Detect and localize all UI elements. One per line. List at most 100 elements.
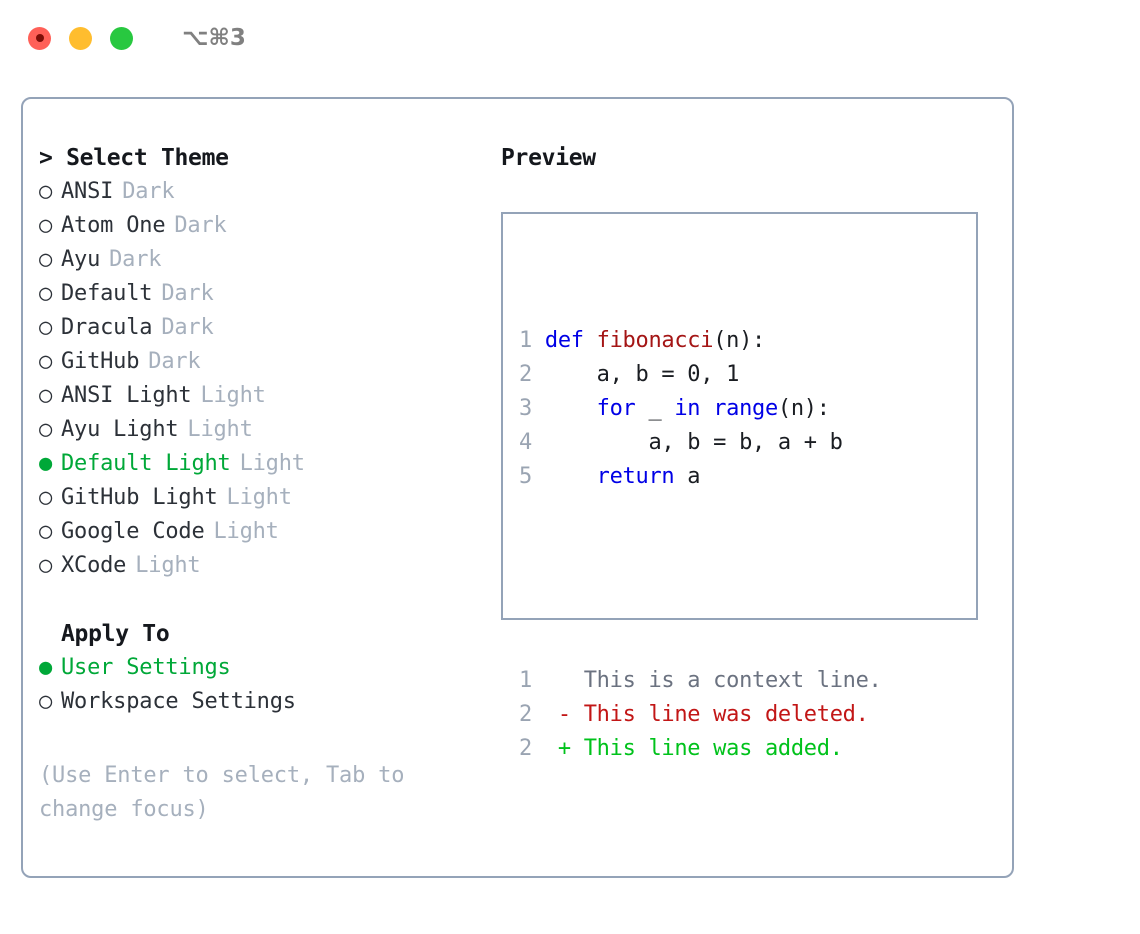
select-theme-header-label: Select Theme <box>66 145 229 171</box>
code-token: def <box>544 328 597 353</box>
diff-line-number: 2 <box>519 736 558 761</box>
code-token: a, b = 0, 1 <box>544 362 740 387</box>
theme-option-variant-tag: Dark <box>122 179 175 204</box>
code-token: for <box>596 396 636 421</box>
theme-option-label: ANSI Light <box>61 383 192 408</box>
diff-line-text: + This line was added. <box>557 736 843 761</box>
code-line: 5 return a <box>519 460 881 494</box>
radio-selected-icon: ● <box>39 451 53 476</box>
diff-line: 2 - This line was deleted. <box>519 698 881 732</box>
radio-empty-icon: ○ <box>39 315 53 340</box>
code-token: fibonacci <box>596 328 714 353</box>
diff-sample: 1 This is a context line.2 - This line w… <box>519 664 882 766</box>
theme-option-variant-tag: Light <box>226 485 292 510</box>
diff-line: 1 This is a context line. <box>519 664 882 698</box>
theme-option-ayu-light[interactable]: ○ Ayu Light Light <box>39 413 479 447</box>
radio-empty-icon: ○ <box>39 485 53 510</box>
section-spacer <box>39 583 479 617</box>
code-diff-spacer <box>519 562 881 596</box>
code-token: _ <box>635 396 675 421</box>
code-line-number: 5 <box>519 464 545 489</box>
theme-option-variant-tag: Dark <box>161 281 214 306</box>
apply-to-option-workspace-settings[interactable]: ○ Workspace Settings <box>39 685 479 719</box>
title-bar: ⌥⌘3 <box>0 0 1140 76</box>
select-theme-header: > Select Theme <box>39 141 479 175</box>
theme-option-variant-tag: Light <box>135 553 201 578</box>
theme-option-github[interactable]: ○ GitHub Dark <box>39 345 479 379</box>
theme-option-xcode[interactable]: ○ XCode Light <box>39 549 479 583</box>
radio-selected-icon: ● <box>39 655 53 680</box>
diff-line-number: 1 <box>519 668 558 693</box>
code-line-number: 3 <box>519 396 545 421</box>
diff-line: 2 + This line was added. <box>519 732 881 766</box>
code-token: a, b = b, a + b <box>544 430 843 455</box>
prompt-marker: > <box>39 145 67 171</box>
theme-option-dracula[interactable]: ○ Dracula Dark <box>39 311 479 345</box>
code-line: 3 for _ in range(n): <box>519 392 881 426</box>
theme-option-variant-tag: Light <box>187 417 253 442</box>
theme-option-variant-tag: Dark <box>174 213 227 238</box>
radio-empty-icon: ○ <box>39 553 53 578</box>
theme-option-label: Atom One <box>61 213 166 238</box>
theme-option-ansi-light[interactable]: ○ ANSI Light Light <box>39 379 479 413</box>
theme-option-atom-one[interactable]: ○ Atom One Dark <box>39 209 479 243</box>
diff-line-text: - This line was deleted. <box>557 702 869 727</box>
maximize-window-button[interactable] <box>110 26 133 50</box>
radio-empty-icon: ○ <box>39 383 53 408</box>
window-controls <box>28 26 133 50</box>
code-line-number: 4 <box>519 430 545 455</box>
code-token: return <box>596 464 675 489</box>
theme-option-variant-tag: Light <box>213 519 279 544</box>
theme-option-label: ANSI <box>61 179 114 204</box>
theme-option-label: Ayu Light <box>61 417 179 442</box>
theme-option-label: XCode <box>61 553 127 578</box>
apply-to-option-user-settings[interactable]: ● User Settings <box>39 651 479 685</box>
apply-to-option-label: Workspace Settings <box>61 689 296 714</box>
theme-option-variant-tag: Light <box>200 383 266 408</box>
theme-option-label: Google Code <box>61 519 205 544</box>
apply-to-header: Apply To <box>61 621 170 647</box>
radio-empty-icon: ○ <box>39 689 53 714</box>
radio-empty-icon: ○ <box>39 417 53 442</box>
code-token: a <box>674 464 701 489</box>
theme-option-google-code[interactable]: ○ Google Code Light <box>39 515 479 549</box>
keyboard-shortcut-label: ⌥⌘3 <box>182 25 246 51</box>
theme-option-label: GitHub <box>61 349 140 374</box>
code-token: (n): <box>777 396 830 421</box>
theme-option-label: Default Light <box>61 451 231 476</box>
theme-option-github-light[interactable]: ○ GitHub Light Light <box>39 481 479 515</box>
code-line: 1 def fibonacci(n): <box>519 324 881 358</box>
theme-option-variant-tag: Dark <box>148 349 201 374</box>
theme-option-ayu[interactable]: ○ Ayu Dark <box>39 243 479 277</box>
apply-to-option-label: User Settings <box>61 655 231 680</box>
radio-empty-icon: ○ <box>39 349 53 374</box>
radio-empty-icon: ○ <box>39 247 53 272</box>
theme-option-label: Default <box>61 281 153 306</box>
theme-option-label: Dracula <box>61 315 153 340</box>
theme-option-label: GitHub Light <box>61 485 218 510</box>
preview-column: Preview 1 def fibonacci(n):2 a, b = 0, 1… <box>501 141 991 761</box>
code-token: (n): <box>713 328 765 353</box>
theme-option-label: Ayu <box>61 247 101 272</box>
theme-option-variant-tag: Dark <box>161 315 214 340</box>
preview-header: Preview <box>501 145 596 171</box>
radio-empty-icon: ○ <box>39 519 53 544</box>
minimize-window-button[interactable] <box>69 26 92 50</box>
radio-empty-icon: ○ <box>39 213 53 238</box>
apply-to-options-list: ● User Settings ○ Workspace Settings <box>39 651 479 719</box>
code-token <box>545 396 597 421</box>
code-token <box>545 464 597 489</box>
code-line: 2 a, b = 0, 1 <box>519 358 881 392</box>
close-window-button[interactable] <box>28 26 51 50</box>
theme-option-variant-tag: Dark <box>109 247 162 272</box>
